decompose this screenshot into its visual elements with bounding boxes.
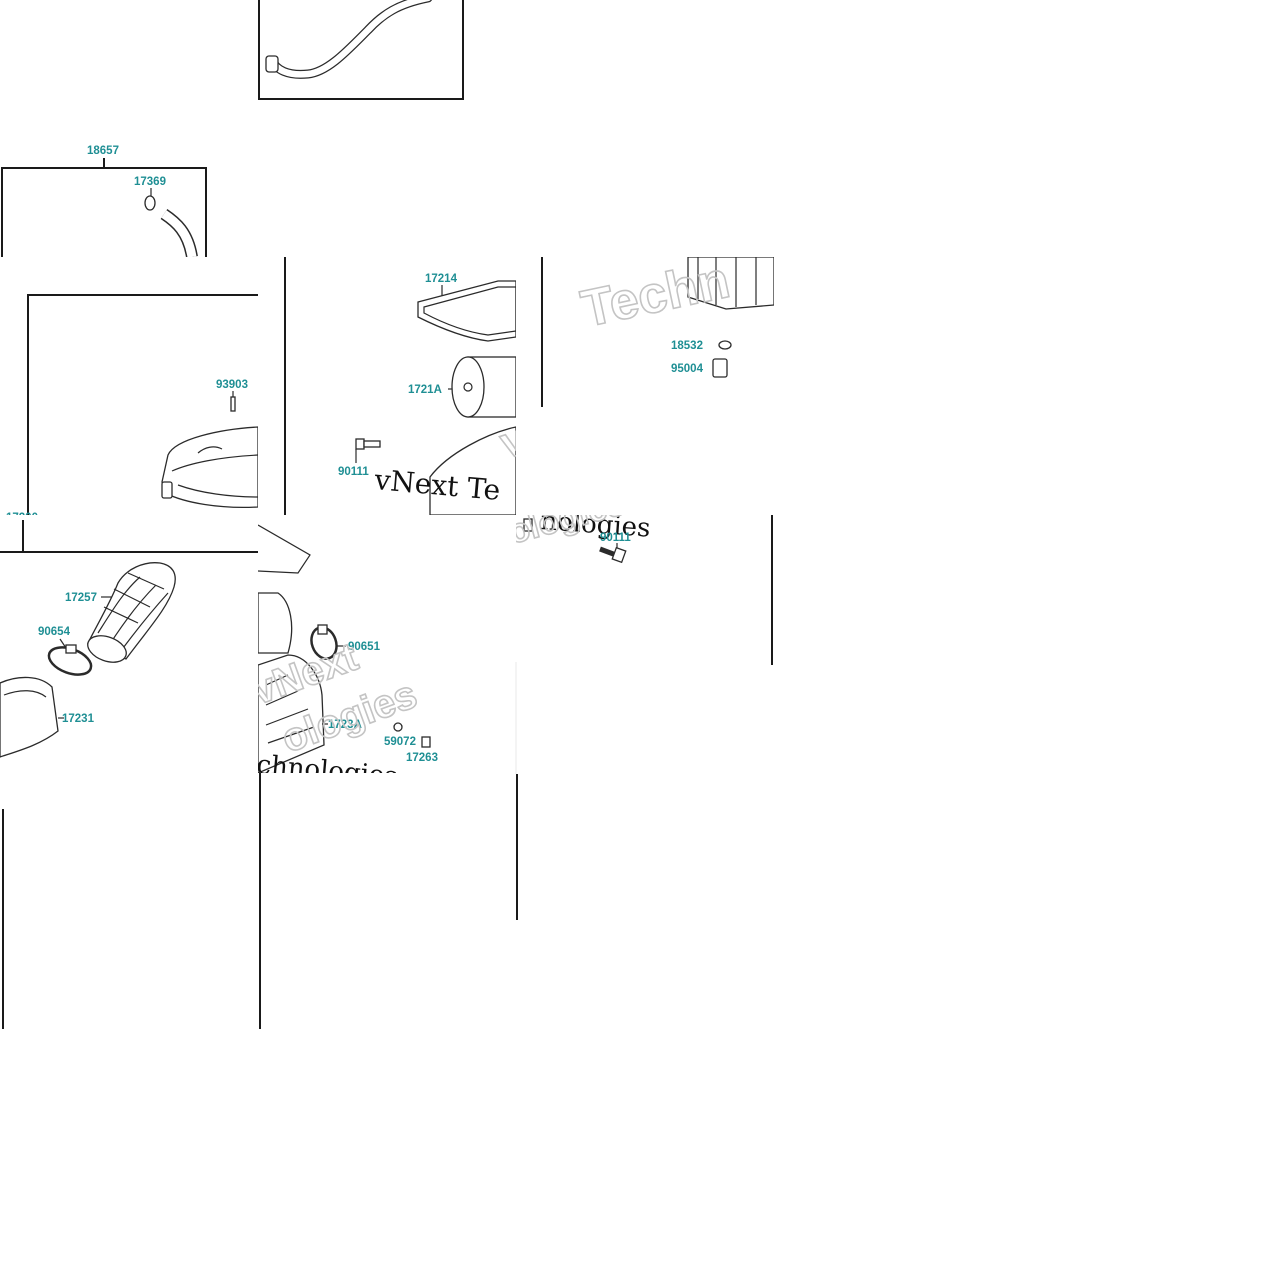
label-90111b: 90111 bbox=[600, 532, 631, 544]
bolt-90111b-shaft bbox=[599, 546, 617, 558]
label-17200: 17200 bbox=[6, 512, 38, 515]
clamp-17369 bbox=[144, 195, 156, 211]
case-ribs bbox=[265, 674, 315, 744]
element-drawing: 17214 1721A 90111 vNe vNext Te bbox=[284, 257, 516, 515]
gasket-inner bbox=[423, 286, 516, 336]
bracket-18657-drawing: 18657 17369 bbox=[1, 145, 207, 257]
screw-93903 bbox=[230, 396, 236, 412]
cover-latch bbox=[161, 481, 173, 499]
screw-top bbox=[523, 518, 533, 532]
divider-lower bbox=[515, 662, 518, 920]
housing-upper-drawing: 93903 17200 bbox=[6, 294, 258, 515]
bolt-90111b-head bbox=[611, 546, 627, 564]
element-1721A-end bbox=[451, 356, 485, 418]
cover-rib-2 bbox=[177, 484, 258, 498]
label-1723A: 1723A bbox=[328, 719, 362, 731]
tile-element: 17214 1721A 90111 vNe vNext Te bbox=[258, 257, 516, 515]
label-18532: 18532 bbox=[671, 340, 703, 352]
label-17257: 17257 bbox=[65, 592, 97, 604]
tile-divider-lower bbox=[514, 662, 520, 922]
label-17231: 17231 bbox=[62, 713, 95, 725]
label-18657: 18657 bbox=[87, 145, 119, 157]
case-1723A bbox=[258, 654, 325, 773]
label-1721A: 1721A bbox=[408, 384, 442, 396]
bolt-90111-shaft bbox=[363, 440, 381, 448]
tile-drain: Techn 18532 95004 bbox=[516, 257, 774, 407]
bracket-17200-upper bbox=[27, 294, 258, 515]
tile-bottom-frames bbox=[0, 773, 264, 1031]
case-bottom bbox=[687, 257, 774, 310]
watermark-chnologies: chnologies bbox=[258, 750, 399, 773]
tile-bolt: nologies ologies 90111 bbox=[516, 515, 774, 665]
hose-outline bbox=[267, 0, 433, 79]
grommet-59072 bbox=[393, 722, 403, 732]
label-59072: 59072 bbox=[384, 736, 416, 748]
clamp-90654-screw bbox=[65, 644, 77, 654]
tile-duct: 17257 90654 17231 bbox=[0, 515, 258, 773]
label-90651: 90651 bbox=[348, 641, 381, 653]
frame-box bbox=[258, 0, 464, 100]
gasket-17214 bbox=[417, 280, 516, 342]
watermark-techn: Techn bbox=[576, 257, 734, 339]
label-90654: 90654 bbox=[38, 626, 71, 638]
bracket-18657 bbox=[1, 167, 207, 257]
label-17369: 17369 bbox=[134, 176, 166, 188]
label-17263: 17263 bbox=[406, 752, 438, 764]
cover-rib-1 bbox=[171, 454, 258, 472]
duct-drawing: 17257 90654 17231 bbox=[0, 520, 258, 758]
clamp-90651-screw bbox=[317, 624, 328, 635]
bolt-drawing: nologies ologies 90111 bbox=[516, 515, 773, 665]
bottom-frame-drawing bbox=[2, 773, 261, 1029]
element-1721A-hole bbox=[463, 382, 473, 392]
hose-fill bbox=[268, 0, 431, 78]
duct-ribs bbox=[97, 572, 169, 656]
tile-18657: 18657 17369 bbox=[0, 140, 258, 257]
clip-17263 bbox=[421, 736, 431, 748]
label-95004: 95004 bbox=[671, 363, 704, 375]
duct-17257 bbox=[87, 562, 176, 660]
duct-mouth bbox=[87, 635, 127, 663]
cover-17231-rib bbox=[3, 690, 47, 698]
label-17214: 17214 bbox=[425, 273, 458, 285]
bolt-90111-head bbox=[355, 438, 365, 450]
cover-17231 bbox=[0, 676, 59, 758]
tile-top-hose bbox=[258, 0, 466, 102]
top-hose-drawing bbox=[258, 0, 464, 100]
drain-drawing: Techn 18532 95004 bbox=[541, 257, 774, 407]
hose-clamp bbox=[265, 55, 279, 73]
air-cleaner-cover bbox=[161, 426, 258, 509]
tile-case: 90651 1723A 59072 17263 vNext ologies ch… bbox=[258, 515, 516, 773]
hose-17369-fill bbox=[161, 210, 197, 257]
case-drawing: 90651 1723A 59072 17263 vNext ologies ch… bbox=[258, 524, 438, 773]
gasket-partial bbox=[258, 524, 311, 574]
clip-18532 bbox=[718, 340, 732, 350]
tile-17200-upper: 93903 17200 bbox=[0, 257, 258, 515]
label-90111a: 90111 bbox=[338, 466, 369, 478]
case-partial bbox=[429, 426, 516, 515]
element-partial bbox=[258, 592, 293, 654]
label-93903: 93903 bbox=[216, 379, 248, 391]
tube-95004 bbox=[712, 358, 728, 378]
cover-detail bbox=[197, 446, 223, 454]
